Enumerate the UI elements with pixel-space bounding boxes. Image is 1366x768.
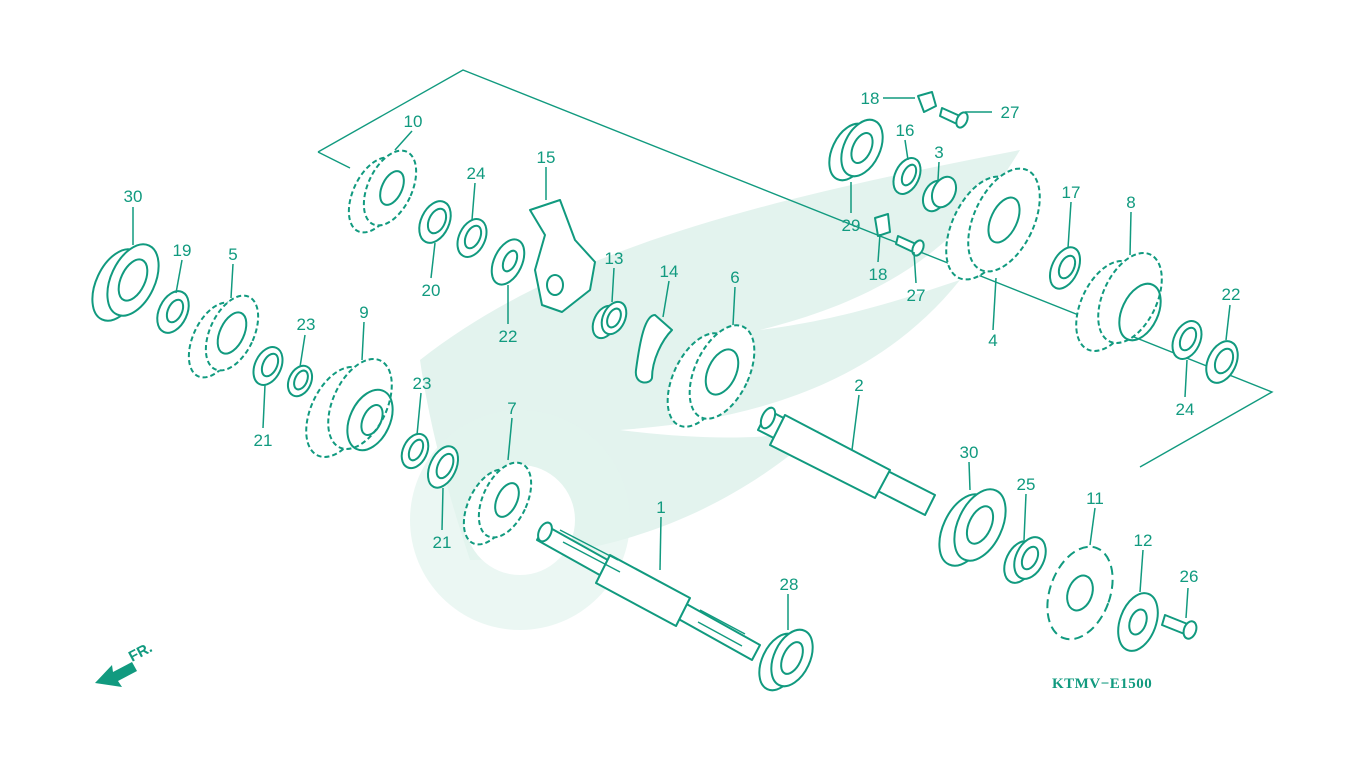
callout-4: 4	[988, 331, 997, 350]
bearing-part-30-left	[91, 243, 160, 322]
callout-11: 11	[1086, 489, 1104, 508]
callout-labels: 30 19 5 21 23 9 23 21 7 1 28 10 20 24 22…	[124, 89, 1241, 594]
circlip-part-24-right	[1171, 320, 1203, 360]
callout-1: 1	[656, 498, 665, 517]
gear-part-4	[945, 167, 1041, 281]
callout-9: 9	[359, 303, 368, 322]
washer-part-22-lower	[426, 445, 460, 489]
callout-22-lower: 21	[433, 533, 452, 552]
callout-19: 19	[173, 241, 192, 260]
gear-part-9	[305, 358, 394, 458]
callout-5: 5	[228, 245, 237, 264]
bearing-part-30-right	[938, 488, 1007, 567]
washer-part-20	[490, 238, 526, 286]
callout-24-left: 24	[467, 164, 486, 183]
callout-23-lower: 23	[413, 374, 432, 393]
callout-15: 15	[537, 148, 556, 167]
clip-part-14	[634, 314, 673, 384]
plate-part-12	[1117, 592, 1159, 652]
washer-part-22-upper	[252, 346, 284, 386]
callout-7: 7	[507, 399, 516, 418]
bolt-part-27-upper	[939, 107, 969, 129]
direction-label: FR.	[126, 639, 155, 665]
gear-part-7	[462, 461, 533, 546]
callout-13: 13	[605, 249, 624, 268]
washer-part-19	[156, 290, 190, 334]
stopper-part-18-upper	[917, 91, 937, 113]
callout-30-left: 30	[124, 187, 143, 206]
callout-26: 26	[1180, 567, 1199, 586]
callout-18-lower: 18	[869, 265, 888, 284]
washer-part-16	[892, 157, 922, 195]
leader-lines	[132, 97, 1231, 630]
stopper-part-18-lower	[874, 213, 891, 237]
callout-16: 16	[896, 121, 915, 140]
collar-part-25	[1003, 536, 1047, 584]
callout-20: 22	[499, 327, 518, 346]
collar-part-3	[921, 175, 958, 213]
mainshaft-part-1	[536, 521, 761, 661]
callout-21-left: 20	[422, 281, 441, 300]
gear-part-5	[187, 294, 260, 379]
callout-10: 10	[404, 112, 423, 131]
callout-30-right: 30	[960, 443, 979, 462]
callout-27-lower: 27	[907, 286, 926, 305]
assembly-outline-box	[317, 69, 1274, 468]
front-direction-arrow: FR.	[95, 639, 155, 687]
callout-27-upper: 27	[1001, 103, 1020, 122]
callout-2: 2	[854, 376, 863, 395]
circlip-part-23-upper	[286, 364, 314, 398]
sprocket-part-11	[1046, 545, 1114, 641]
callout-18-upper: 18	[861, 89, 880, 108]
washer-part-21-left	[418, 200, 452, 244]
bearing-part-29	[828, 118, 884, 182]
bearing-part-28	[758, 628, 814, 692]
callout-23-upper: 23	[297, 315, 316, 334]
gear-part-6	[666, 324, 756, 428]
callout-6: 6	[730, 268, 739, 287]
callout-17: 17	[1062, 183, 1081, 202]
callout-24-right: 24	[1176, 400, 1195, 419]
callout-12: 12	[1134, 531, 1153, 550]
arrow-left-icon	[95, 662, 137, 687]
callout-3: 3	[934, 143, 943, 162]
gear-part-8	[1075, 252, 1163, 352]
collar-part-13	[591, 300, 628, 340]
gear-part-10	[347, 149, 418, 234]
callout-28: 28	[780, 575, 799, 594]
callout-25: 25	[1017, 475, 1036, 494]
bolt-part-27-lower	[895, 235, 925, 257]
washer-part-17	[1048, 246, 1082, 290]
diagram-code: KTMV−E1500	[1052, 676, 1152, 692]
bolt-part-26	[1161, 614, 1198, 640]
callout-8: 8	[1126, 193, 1135, 212]
callout-22-upper: 21	[254, 431, 273, 450]
callout-14: 14	[660, 262, 679, 281]
callout-29: 29	[842, 216, 861, 235]
callout-21-right: 22	[1222, 285, 1241, 304]
countershaft-part-2	[757, 406, 936, 516]
circlip-part-23-lower	[400, 432, 430, 470]
circlip-part-24-left	[456, 218, 488, 258]
plate-part-15	[529, 199, 596, 313]
washer-part-21-right	[1205, 340, 1239, 384]
